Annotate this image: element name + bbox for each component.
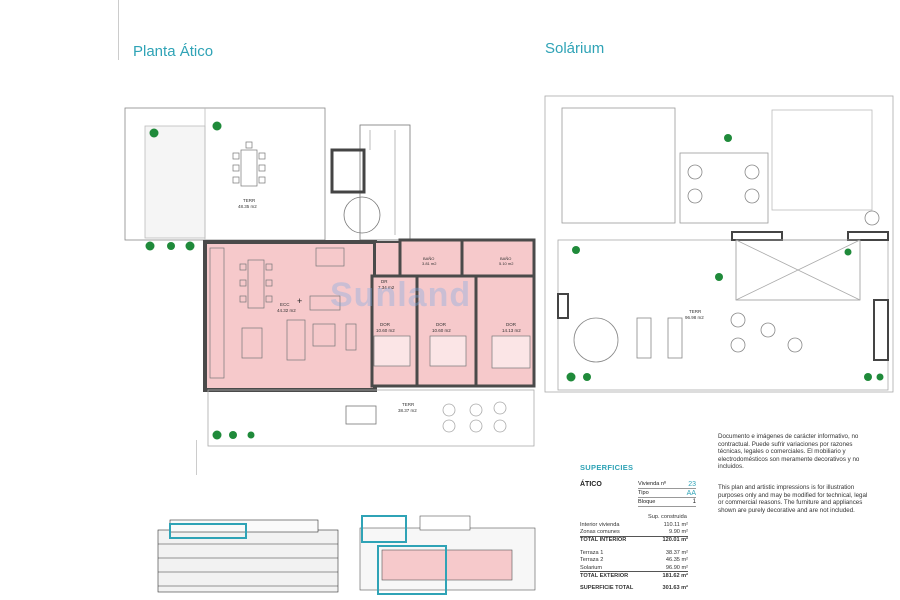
sup-row: Interior vivienda 110.11 m² [580,521,688,528]
sup-row-total: TOTAL EXTERIOR 181.62 m² [580,571,688,579]
elevator [330,148,366,194]
watermark-logo: Sunland [330,276,472,314]
vivienda-value: 23 [688,480,696,488]
lower-terrace-outline [207,389,535,447]
sup-row-label: SUPERFICIE TOTAL [580,585,634,592]
room-area-dor1: 10.60 m2 [376,328,395,333]
key-highlight-1 [361,515,407,543]
sup-row-value: 46.35 m² [665,557,688,564]
stair-box [359,124,411,241]
sup-row-value: 120.01 m² [662,537,689,544]
plants [145,121,884,440]
terrace-paving [144,125,206,239]
room-label-bano2: BAÑO [500,256,511,261]
room-area-dr: 7.34 m2 [378,285,395,290]
terrace-dining [232,141,266,187]
sup-row-value: 9.90 m² [669,529,688,536]
room-label-dor1: DOR [380,322,391,327]
room-label-terr-solarium: TERR [689,309,702,314]
elevation-highlight [169,523,247,539]
bloque-label: Bloque [638,499,656,505]
sup-row-label: Zonas comunes [580,529,620,536]
plan-title-atico: Planta Ático [133,43,214,60]
superficies-type: ÁTICO [580,481,602,488]
superficies-title: SUPERFICIES [580,463,634,472]
vivienda-label: Vivienda nº [638,481,667,487]
stair-circle [343,196,381,234]
sup-row-label: TOTAL EXTERIOR [580,573,629,580]
plan-title-solarium: Solárium [545,40,605,57]
dor1-room [370,274,419,388]
beds [373,335,531,369]
room-area-ecc: 44.32 m2 [277,308,296,313]
room-label-dor2: DOR [436,322,447,327]
superficies-rows: Interior vivienda 110.11 m² Zonas comunes… [580,521,688,592]
room-area-bano2: 5.10 m2 [499,261,514,266]
disclaimer-en: This plan and artistic impressions is fo… [718,484,868,514]
sup-row-label: Solarium [580,564,603,571]
solarium-plan [544,95,894,393]
sup-row-value: 301.63 m² [662,585,689,592]
unit-info-box: Vivienda nº 23 Tipo AA Bloque 1 [638,480,696,507]
sup-row: Zonas comunes 9.90 m² [580,528,688,535]
key-plan [359,515,536,595]
bano1-room [398,238,464,278]
disclaimer-es: Documento e imágenes de carácter informa… [718,433,860,471]
sup-row-label: Terraza 2 [580,557,604,564]
room-label-terr-bottom: TERR [402,402,415,407]
room-area-bano1: 3.81 m2 [422,261,437,266]
interior [203,238,536,392]
room-label-terr-top: TERR [243,198,256,203]
sup-row-value: 38.37 m² [665,549,688,556]
sup-row-value: 110.11 m² [663,521,688,528]
upper-terrace [124,107,326,241]
room-label-ecc: ECC [280,302,290,307]
ecc-room [203,240,377,392]
frame-line [118,0,119,60]
stair-core [330,124,411,241]
sup-row-value: 181.62 m² [662,573,689,580]
room-area-dor2: 10.60 m2 [432,328,451,333]
bloque-value: 1 [692,499,696,505]
sup-row-grand-total: SUPERFICIE TOTAL 301.63 m² [580,585,688,592]
room-area-terr-solarium: 96.98 m2 [685,315,704,320]
sup-row-label: TOTAL INTERIOR [580,537,627,544]
cross-mark-icon: + [297,296,302,306]
living-furniture [209,247,357,379]
sup-row-value: 96.90 m² [665,564,688,571]
sup-row-label: Terraza 1 [580,549,604,556]
room-label-bano1: BAÑO [423,256,434,261]
room-label-dor3: DOR [506,322,517,327]
solarium-outline [544,95,894,393]
frame-line [196,440,197,475]
sup-row-total: TOTAL INTERIOR 120.01 m² [580,535,689,544]
sup-row: Terraza 1 38.37 m² [580,549,688,556]
room-area-terr-top: 48.35 m2 [238,204,257,209]
tipo-value: AA [686,489,696,497]
tipo-label: Tipo [638,490,649,496]
building-elevation [157,519,339,593]
sup-row-label: Interior vivienda [580,521,620,528]
bloque-row: Bloque 1 [638,498,696,507]
room-area-terr-bottom: 38.37 m2 [398,408,417,413]
bano2-room [460,238,536,278]
vivienda-row: Vivienda nº 23 [638,480,696,489]
key-highlight-2 [377,545,447,595]
sup-row: Terraza 2 46.35 m² [580,557,688,564]
sup-row: Solarium 96.90 m² [580,564,688,571]
tipo-row: Tipo AA [638,489,696,498]
table [240,149,258,187]
lower-terrace [207,389,535,447]
room-area-dor3: 14.13 m2 [502,328,521,333]
dor2-room [415,274,478,388]
room-label-dr: DR [381,279,388,284]
sup-header: Sup. construida [648,514,687,520]
